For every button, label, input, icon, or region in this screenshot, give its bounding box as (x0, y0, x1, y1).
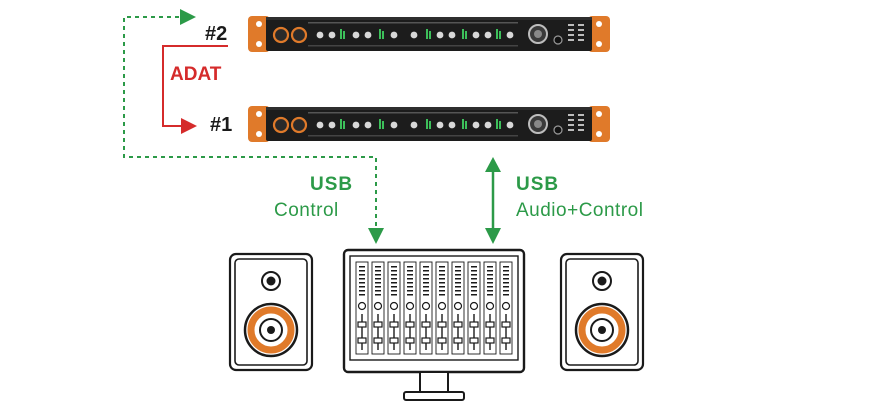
usb-audio-control-subtitle: Audio+Control (516, 200, 644, 221)
audio-interface-unit-2 (246, 14, 612, 54)
computer-monitor-icon (342, 248, 526, 401)
studio-monitor-left-icon (230, 254, 312, 370)
usb-audio-control-connection (485, 157, 501, 244)
adat-label: ADAT (170, 64, 222, 85)
usb-control-title: USB (310, 174, 354, 195)
unit-2-label: #2 (205, 23, 228, 45)
audio-interface-unit-1 (246, 104, 612, 144)
studio-monitor-right-icon (561, 254, 643, 370)
usb-audio-control-title: USB (516, 174, 560, 195)
unit-1-label: #1 (210, 114, 233, 136)
adat-connection (162, 45, 228, 134)
usb-control-connection (123, 9, 384, 244)
usb-control-subtitle: Control (274, 200, 339, 221)
